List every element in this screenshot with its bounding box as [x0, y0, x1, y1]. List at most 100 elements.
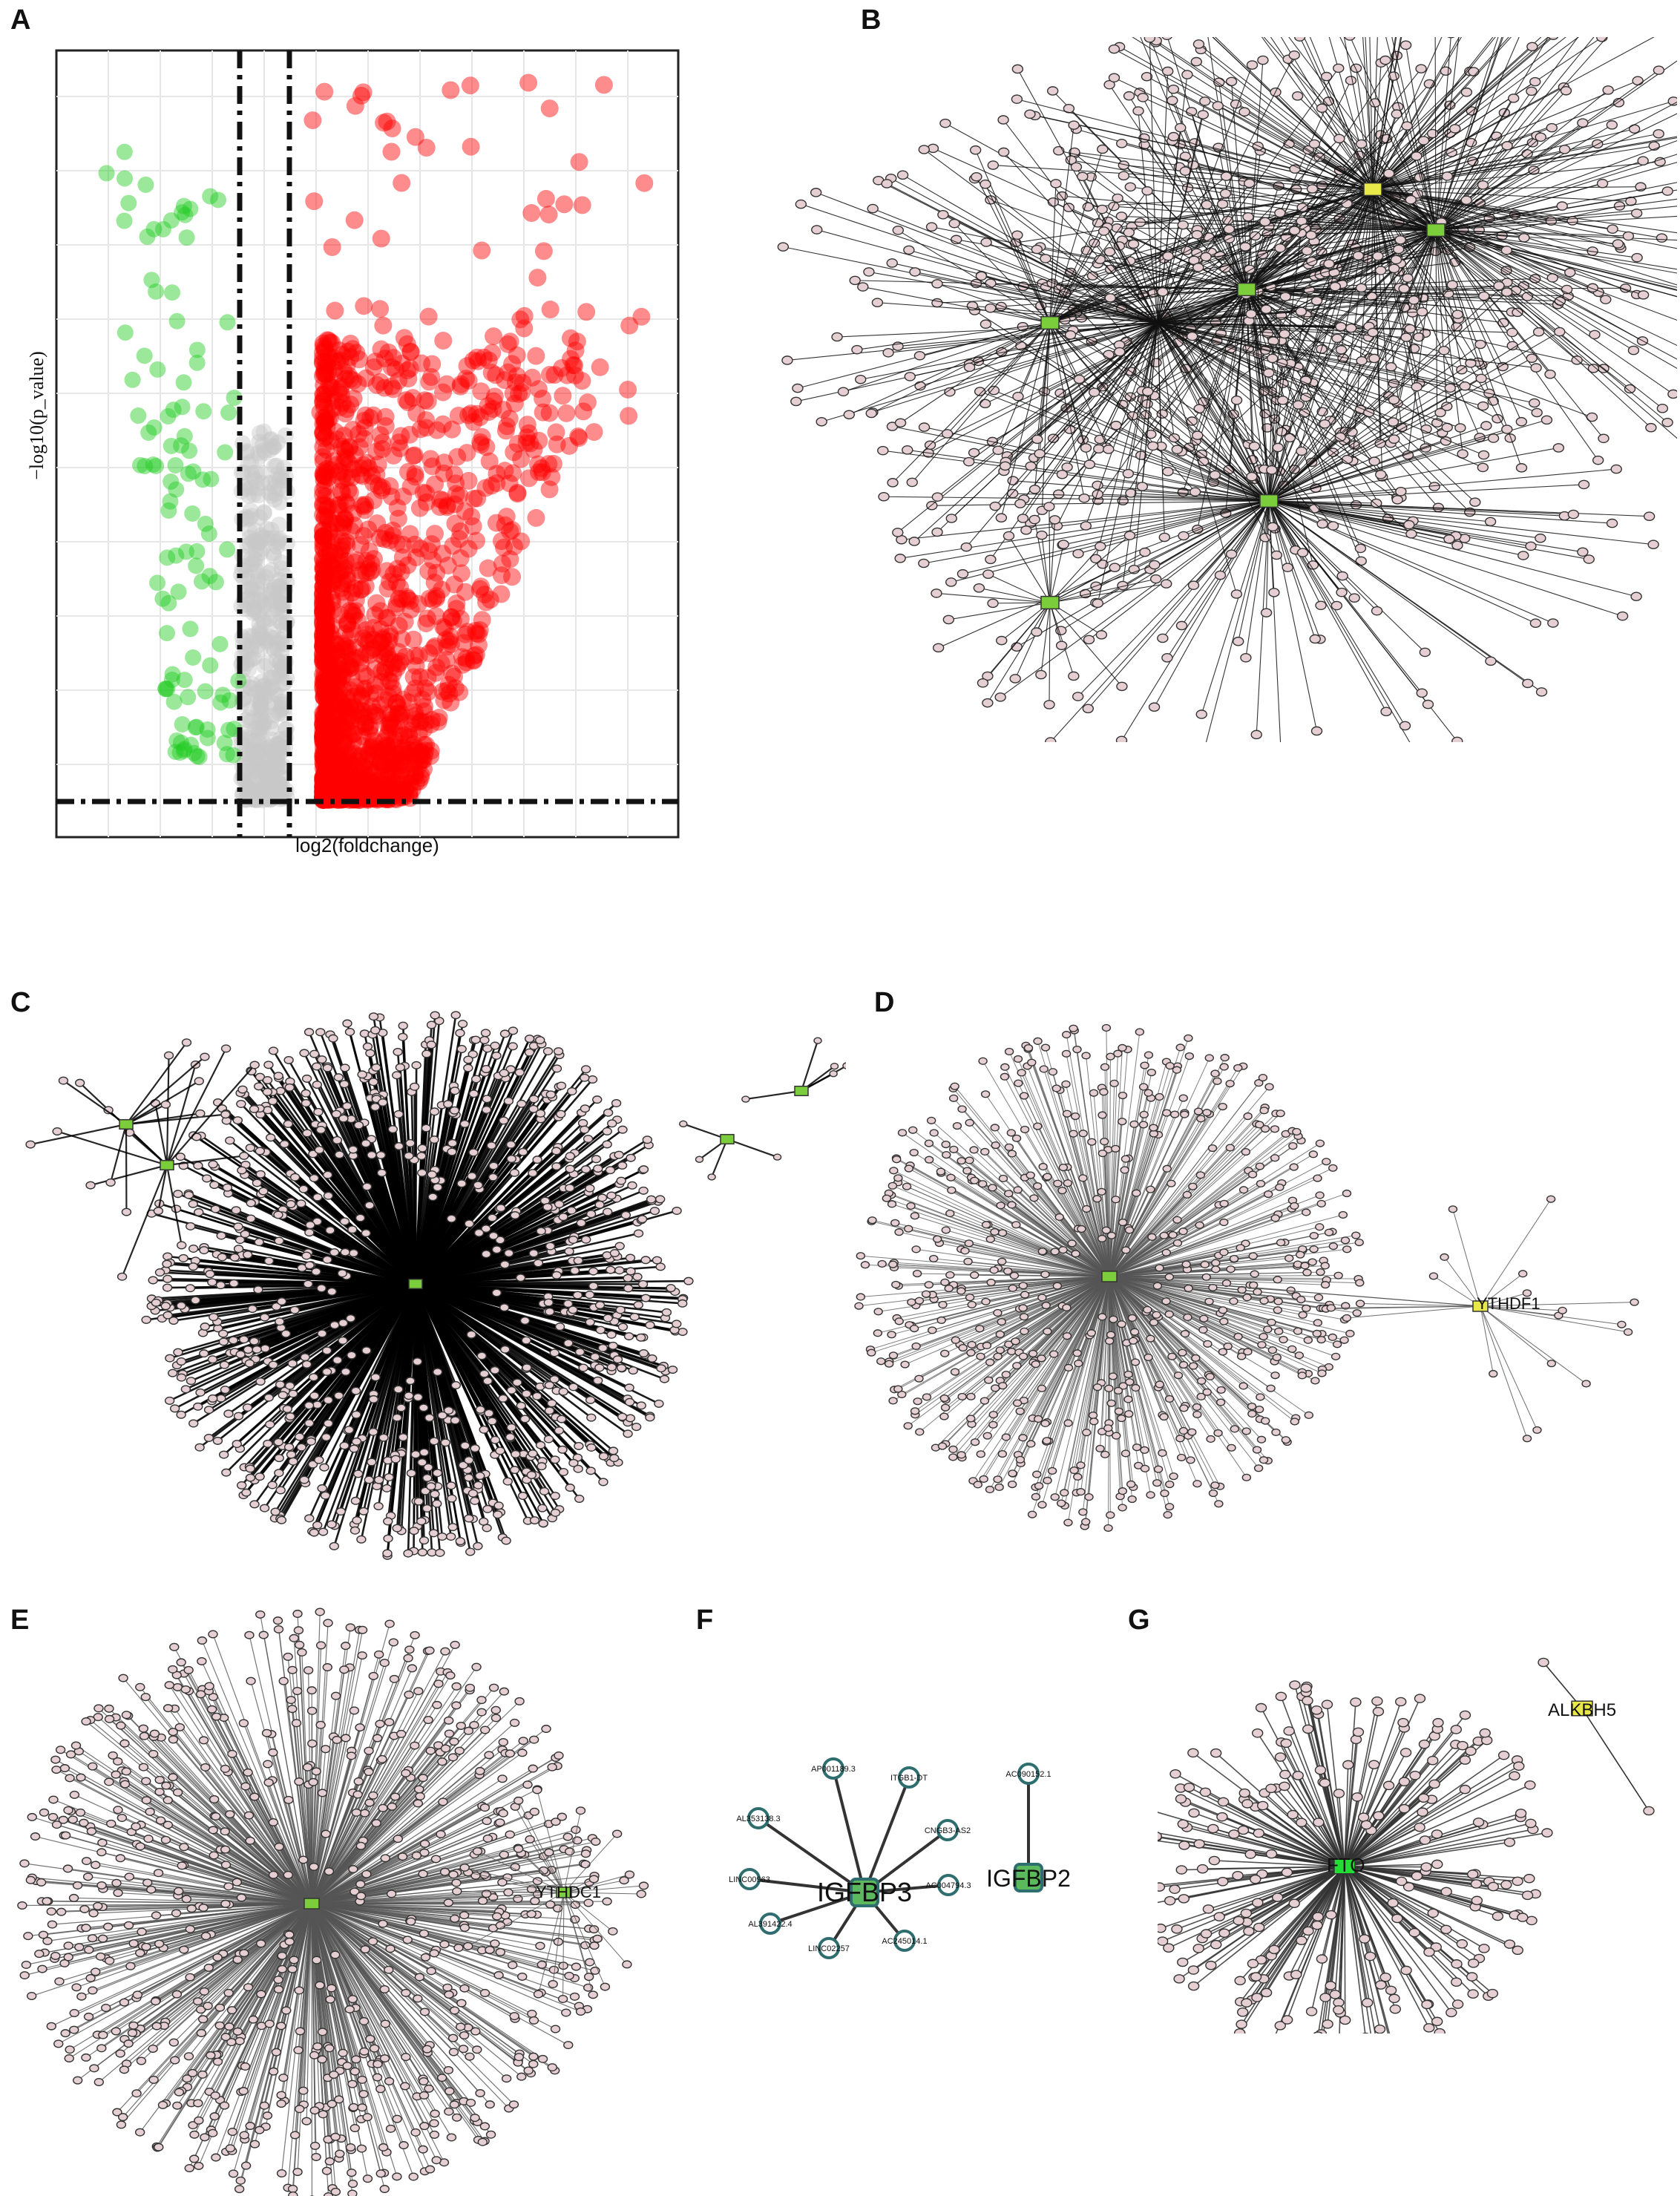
volcano-point — [321, 554, 339, 572]
volcano-point — [264, 640, 281, 657]
network-node — [1341, 454, 1353, 465]
volcano-point — [338, 785, 357, 804]
network-node — [1474, 339, 1486, 350]
network-node — [1630, 209, 1643, 218]
volcano-point — [244, 676, 261, 693]
volcano-point — [164, 284, 181, 301]
volcano-point — [412, 747, 430, 765]
volcano-point — [257, 781, 274, 799]
volcano-point — [453, 655, 472, 674]
volcano-point — [165, 401, 182, 419]
volcano-point — [333, 640, 352, 658]
network-edge — [192, 1203, 416, 1285]
network-node — [995, 301, 1007, 312]
network-node — [325, 1226, 335, 1235]
volcano-point — [358, 667, 376, 686]
volcano-point — [270, 741, 287, 758]
volcano-point — [511, 310, 530, 329]
network-node — [1097, 226, 1110, 236]
volcano-point — [316, 383, 335, 401]
volcano-point — [375, 740, 394, 758]
network-edge — [1435, 98, 1515, 231]
network-edge — [306, 1078, 417, 1285]
network-node — [1220, 171, 1233, 181]
network-node — [987, 160, 1000, 170]
volcano-point — [314, 638, 332, 656]
network-edge — [415, 1283, 605, 1458]
network-node — [1257, 55, 1269, 65]
volcano-point — [327, 732, 345, 751]
volcano-point — [272, 598, 289, 615]
volcano-point — [570, 153, 588, 171]
network-node — [1336, 571, 1348, 581]
volcano-point — [355, 758, 373, 776]
volcano-point — [442, 627, 460, 646]
volcano-point — [429, 712, 447, 731]
volcano-point — [314, 601, 332, 620]
volcano-point — [271, 578, 288, 595]
volcano-point — [341, 712, 360, 730]
volcano-point — [368, 750, 387, 768]
volcano-point — [427, 663, 445, 682]
volcano-point — [347, 779, 366, 798]
network-edge — [1049, 602, 1051, 705]
network-edge — [1263, 37, 1437, 231]
network-edge — [1133, 243, 1158, 324]
volcano-point — [251, 621, 268, 638]
volcano-point — [383, 751, 401, 770]
network-node — [985, 278, 997, 288]
volcano-point — [253, 673, 270, 690]
volcano-point — [249, 764, 266, 781]
volcano-point — [260, 750, 277, 767]
network-node — [1477, 401, 1489, 411]
volcano-point — [270, 774, 287, 791]
volcano-point — [404, 684, 422, 702]
volcano-point — [402, 765, 421, 784]
volcano-point — [314, 729, 332, 747]
network-node — [1092, 598, 1104, 609]
network-node — [1200, 252, 1212, 262]
volcano-point — [404, 735, 423, 753]
volcano-point — [175, 742, 192, 759]
network-node — [322, 1255, 332, 1264]
volcano-point — [384, 684, 403, 703]
volcano-point — [315, 782, 333, 801]
volcano-point — [375, 648, 394, 666]
network-edge — [1049, 231, 1105, 324]
volcano-point — [442, 608, 461, 626]
volcano-point — [269, 538, 286, 555]
network-node — [1449, 124, 1461, 134]
network-edge — [1149, 38, 1158, 324]
volcano-point — [315, 784, 333, 803]
volcano-point — [363, 698, 381, 716]
volcano-point — [375, 114, 393, 132]
volcano-point — [451, 377, 470, 396]
volcano-point — [274, 696, 291, 713]
network-edge — [1369, 37, 1374, 190]
volcano-point — [342, 658, 361, 677]
volcano-point — [258, 520, 275, 537]
network-edge — [213, 1282, 416, 1318]
volcano-point — [439, 675, 458, 694]
network-edge — [1089, 500, 1270, 640]
volcano-point — [332, 377, 351, 396]
volcano-point — [314, 486, 332, 505]
network-edge — [1435, 101, 1677, 231]
volcano-point — [245, 733, 262, 750]
volcano-point — [400, 727, 419, 746]
volcano-point — [175, 197, 192, 214]
volcano-point — [392, 427, 410, 445]
volcano-point — [271, 531, 288, 548]
network-node — [1375, 266, 1387, 275]
volcano-point — [314, 779, 332, 797]
volcano-point — [245, 532, 262, 549]
volcano-point — [539, 206, 558, 224]
network-edge — [1435, 229, 1677, 274]
volcano-point — [461, 76, 479, 95]
volcano-point — [269, 786, 286, 803]
volcano-point — [341, 602, 359, 620]
network-node — [1028, 514, 1040, 525]
volcano-point — [272, 632, 289, 649]
panel-label-b: B — [861, 4, 882, 36]
network-edge — [1049, 322, 1154, 447]
